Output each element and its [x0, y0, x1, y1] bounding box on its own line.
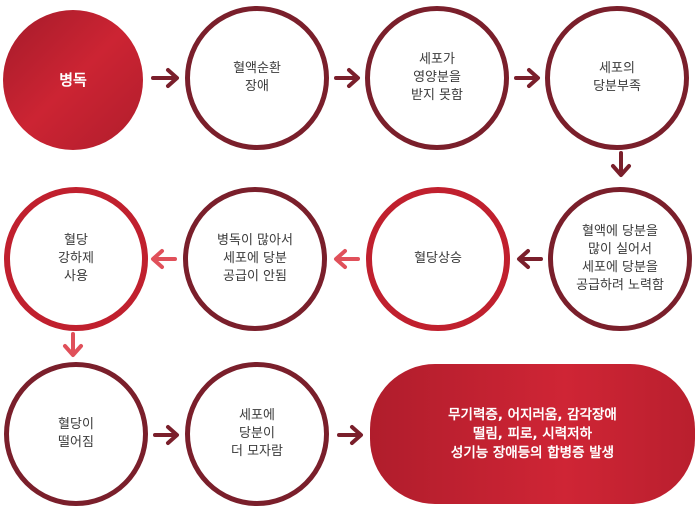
- node-cell-sugar-deficiency: 세포의 당분부족: [545, 6, 689, 150]
- node-label: 혈액에 당분을 많이 실어서 세포에 당분을 공급하려 노력함: [576, 224, 664, 293]
- node-hypoglycemic-agent: 혈당 강하제 사용: [4, 187, 148, 331]
- node-blood-carries-sugar: 혈액에 당분을 많이 실어서 세포에 당분을 공급하려 노력함: [548, 187, 692, 331]
- node-label: 혈당이 떨어짐: [58, 417, 94, 450]
- arrow-right-icon: [151, 68, 179, 88]
- node-cells-lack-more-sugar: 세포에 당분이 더 모자람: [185, 362, 329, 506]
- node-blood-sugar-rise: 혈당상승: [366, 187, 510, 331]
- arrow-left-icon: [334, 249, 360, 269]
- arrow-right-icon: [334, 68, 360, 88]
- node-cells-lack-nutrients: 세포가 영양분을 받지 못함: [365, 6, 509, 150]
- node-sugar-not-supplied: 병독이 많아서 세포에 당분 공급이 안됨: [183, 187, 327, 331]
- node-blood-sugar-drops: 혈당이 떨어짐: [4, 362, 148, 506]
- arrow-left-icon: [517, 249, 543, 269]
- node-label: 세포의 당분부족: [593, 61, 641, 94]
- arrow-right-icon: [514, 68, 540, 88]
- node-label: 혈당 강하제 사용: [58, 233, 94, 284]
- node-label: 혈당상승: [414, 251, 462, 266]
- arrow-right-icon: [337, 425, 363, 445]
- arrow-down-icon: [611, 151, 631, 177]
- arrow-down-icon: [63, 332, 83, 357]
- node-blood-circulation-disorder: 혈액순환 장애: [185, 6, 329, 150]
- arrow-right-icon: [153, 425, 179, 445]
- node-label: 병독: [59, 71, 87, 89]
- node-disease-toxin: 병독: [3, 10, 143, 150]
- node-complications: 무기력증, 어지러움, 감각장애 떨림, 피로, 시력저하 성기능 장애등의 합…: [370, 364, 695, 504]
- arrow-left-icon: [151, 249, 177, 269]
- node-label: 무기력증, 어지러움, 감각장애 떨림, 피로, 시력저하 성기능 장애등의 합…: [448, 406, 617, 461]
- node-label: 병독이 많아서 세포에 당분 공급이 안됨: [217, 233, 293, 284]
- node-label: 혈액순환 장애: [233, 61, 281, 94]
- node-label: 세포에 당분이 더 모자람: [231, 408, 283, 459]
- node-label: 세포가 영양분을 받지 못함: [411, 52, 463, 103]
